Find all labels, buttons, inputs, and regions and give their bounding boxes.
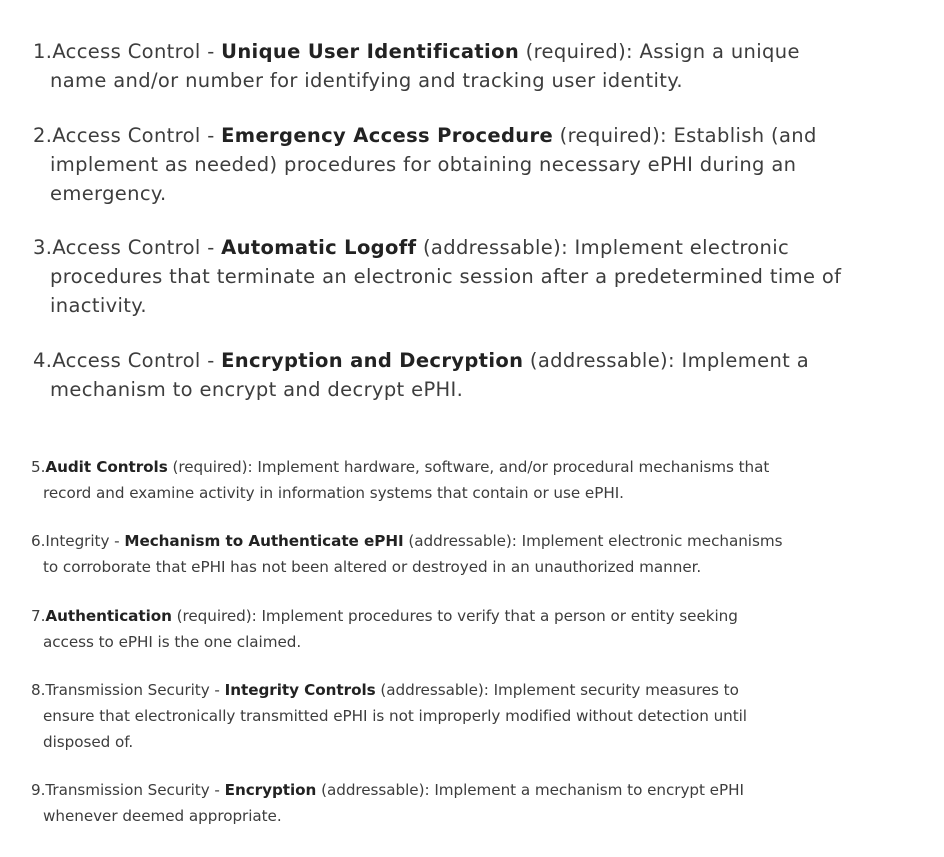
- item-continuation: disposed of.: [43, 733, 134, 751]
- item-prefix: Transmission Security -: [45, 681, 225, 699]
- item-continuation: procedures that terminate an electronic …: [50, 265, 842, 288]
- item-number: 3.: [33, 236, 53, 259]
- item-text: (required): Implement procedures to veri…: [171, 607, 738, 625]
- item-continuation: ensure that electronically transmitted e…: [43, 707, 747, 725]
- item-number: 4.: [33, 349, 53, 372]
- item-title: Encryption and Decryption: [221, 349, 524, 372]
- item-title: Integrity Controls: [224, 681, 376, 699]
- list-item: 4.Access Control - Encryption and Decryp…: [33, 346, 809, 404]
- item-prefix: Transmission Security -: [45, 781, 225, 799]
- list-item: 7.Authentication (required): Implement p…: [31, 603, 738, 655]
- item-prefix: Access Control -: [52, 236, 222, 259]
- list-item: 2.Access Control - Emergency Access Proc…: [33, 121, 817, 208]
- list-item-first-line: 7.Authentication (required): Implement p…: [31, 603, 738, 629]
- list-item: 6.Integrity - Mechanism to Authenticate …: [31, 528, 783, 580]
- item-text: (addressable): Implement electronic: [416, 236, 790, 259]
- item-text: (addressable): Implement a mechanism to …: [316, 781, 744, 799]
- item-title: Mechanism to Authenticate ePHI: [124, 532, 404, 550]
- item-title: Audit Controls: [45, 458, 168, 476]
- item-continuation: implement as needed) procedures for obta…: [50, 153, 797, 176]
- item-title: Unique User Identification: [221, 40, 520, 63]
- list-item: 5.Audit Controls (required): Implement h…: [31, 454, 769, 506]
- list-item-first-line: 1.Access Control - Unique User Identific…: [33, 37, 800, 66]
- item-continuation: mechanism to encrypt and decrypt ePHI.: [50, 378, 464, 401]
- list-item: 1.Access Control - Unique User Identific…: [33, 37, 800, 95]
- item-prefix: Access Control -: [52, 124, 222, 147]
- list-item: 8.Transmission Security - Integrity Cont…: [31, 677, 747, 755]
- item-text: (required): Establish (and: [553, 124, 817, 147]
- item-continuation: emergency.: [50, 182, 167, 205]
- item-continuation: inactivity.: [50, 294, 147, 317]
- item-number: 5.: [31, 458, 46, 476]
- item-number: 6.: [31, 532, 46, 550]
- item-number: 8.: [31, 681, 46, 699]
- list-item-first-line: 2.Access Control - Emergency Access Proc…: [33, 121, 817, 150]
- item-continuation: record and examine activity in informati…: [43, 484, 624, 502]
- item-text: (addressable): Implement security measur…: [375, 681, 739, 699]
- list-item-first-line: 6.Integrity - Mechanism to Authenticate …: [31, 528, 783, 554]
- item-continuation: whenever deemed appropriate.: [43, 807, 282, 825]
- list-item-first-line: 3.Access Control - Automatic Logoff (add…: [33, 233, 841, 262]
- list-item: 9.Transmission Security - Encryption (ad…: [31, 777, 744, 829]
- item-prefix: Integrity -: [45, 532, 125, 550]
- item-text: (addressable): Implement a: [523, 349, 810, 372]
- item-text: (required): Assign a unique: [519, 40, 800, 63]
- list-item-first-line: 5.Audit Controls (required): Implement h…: [31, 454, 769, 480]
- item-number: 1.: [33, 40, 53, 63]
- list-item-first-line: 9.Transmission Security - Encryption (ad…: [31, 777, 744, 803]
- item-number: 7.: [31, 607, 46, 625]
- item-title: Authentication: [45, 607, 172, 625]
- item-continuation: access to ePHI is the one claimed.: [43, 633, 302, 651]
- item-title: Encryption: [224, 781, 317, 799]
- item-continuation: to corroborate that ePHI has not been al…: [43, 558, 702, 576]
- item-number: 2.: [33, 124, 53, 147]
- item-prefix: Access Control -: [52, 40, 222, 63]
- item-text: (addressable): Implement electronic mech…: [403, 532, 783, 550]
- item-continuation: name and/or number for identifying and t…: [50, 69, 683, 92]
- item-prefix: Access Control -: [52, 349, 222, 372]
- item-number: 9.: [31, 781, 46, 799]
- list-item-first-line: 8.Transmission Security - Integrity Cont…: [31, 677, 747, 703]
- item-text: (required): Implement hardware, software…: [167, 458, 770, 476]
- item-title: Emergency Access Procedure: [221, 124, 554, 147]
- item-title: Automatic Logoff: [221, 236, 417, 259]
- list-item: 3.Access Control - Automatic Logoff (add…: [33, 233, 841, 320]
- list-item-first-line: 4.Access Control - Encryption and Decryp…: [33, 346, 809, 375]
